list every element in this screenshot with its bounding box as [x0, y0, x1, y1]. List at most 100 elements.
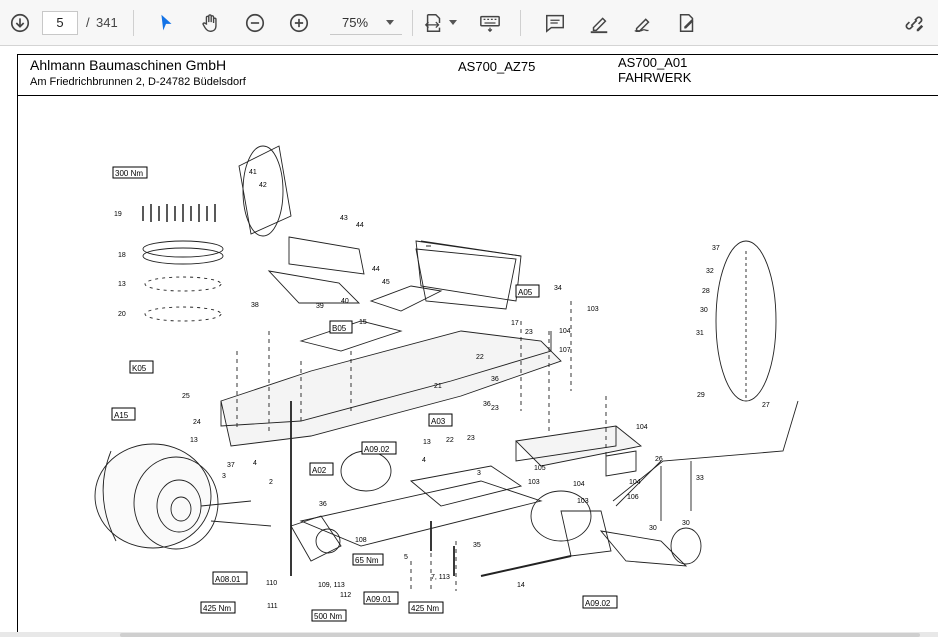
- page-number-input[interactable]: 5: [42, 11, 78, 35]
- boxed-label: 425 Nm: [200, 601, 236, 614]
- part-number: 13: [423, 439, 431, 446]
- part-number: 29: [697, 392, 705, 399]
- part-number: 17: [511, 320, 519, 327]
- part-number: 39: [316, 303, 324, 310]
- boxed-label: A03: [428, 413, 453, 427]
- boxed-label: A02: [309, 462, 334, 476]
- chevron-down-icon[interactable]: [449, 20, 457, 25]
- boxed-label: K05: [129, 360, 154, 374]
- draw-icon[interactable]: [629, 9, 657, 37]
- part-number: 30: [682, 520, 690, 527]
- part-number: 110: [266, 580, 277, 587]
- part-number: 104: [629, 479, 641, 486]
- boxed-label: 425 Nm: [408, 601, 444, 614]
- part-number: 4: [253, 460, 257, 467]
- horizontal-scrollbar[interactable]: [120, 633, 920, 637]
- boxed-label: 65 Nm: [352, 553, 384, 566]
- fit-page-icon[interactable]: [420, 9, 448, 37]
- keyboard-icon[interactable]: [476, 9, 504, 37]
- select-cursor-icon[interactable]: [152, 9, 180, 37]
- part-number: 30: [700, 307, 708, 314]
- part-number: 103: [587, 306, 599, 313]
- zoom-out-icon[interactable]: [241, 9, 269, 37]
- svg-text:A15: A15: [114, 411, 129, 420]
- part-number: 112: [340, 592, 351, 599]
- highlight-pen-icon[interactable]: [585, 9, 613, 37]
- part-number: 33: [696, 475, 704, 482]
- part-number: 34: [554, 285, 562, 292]
- part-number: 20: [118, 311, 126, 318]
- part-number: 30: [649, 525, 657, 532]
- part-number: 14: [517, 582, 525, 589]
- svg-text:A09.01: A09.01: [366, 595, 392, 604]
- chevron-down-icon[interactable]: [386, 20, 394, 25]
- part-number: 7, 113: [431, 574, 450, 581]
- boxed-label: A05: [515, 284, 540, 298]
- drawing-linework: [94, 145, 799, 591]
- svg-text:425 Nm: 425 Nm: [411, 604, 439, 613]
- svg-text:K05: K05: [132, 364, 147, 373]
- part-number: 23: [525, 329, 533, 336]
- zoom-select[interactable]: 75%: [330, 11, 402, 35]
- part-number: 111: [267, 603, 278, 610]
- download-icon[interactable]: [6, 9, 34, 37]
- pdf-page: Ahlmann Baumaschinen GmbH Am Friedrichbr…: [17, 54, 938, 634]
- svg-text:65 Nm: 65 Nm: [355, 556, 379, 565]
- svg-text:A09.02: A09.02: [585, 599, 611, 608]
- part-number: 36: [483, 401, 491, 408]
- part-number-callouts: 41 42 43 44 19 18 13 20 38 39 40 44 45 1…: [114, 169, 770, 610]
- svg-text:425 Nm: 425 Nm: [203, 604, 231, 613]
- page-separator: /: [86, 15, 90, 30]
- boxed-label: B05: [329, 320, 353, 334]
- part-number: 104: [636, 424, 648, 431]
- part-number: 25: [182, 393, 190, 400]
- comment-icon[interactable]: [541, 9, 569, 37]
- boxed-label: A09.02: [582, 595, 618, 609]
- zoom-in-icon[interactable]: [285, 9, 313, 37]
- svg-text:B05: B05: [332, 324, 347, 333]
- part-number: 104: [573, 481, 585, 488]
- part-number: 24: [193, 419, 201, 426]
- part-number: 2: [269, 479, 273, 486]
- boxed-label: A15: [111, 407, 136, 421]
- part-number: 26: [655, 456, 663, 463]
- part-number: 3: [222, 473, 226, 480]
- part-number: 23: [467, 435, 475, 442]
- part-number: 32: [706, 268, 714, 275]
- company-name: Ahlmann Baumaschinen GmbH: [30, 57, 227, 73]
- part-number: 23: [491, 405, 499, 412]
- part-number: 22: [476, 354, 484, 361]
- part-number: 35: [473, 542, 481, 549]
- boxed-label: A09.01: [363, 591, 399, 605]
- boxed-label: 300 Nm: [112, 166, 148, 179]
- part-number: 103: [528, 479, 540, 486]
- part-number: 18: [118, 252, 126, 259]
- share-link-icon[interactable]: [900, 9, 928, 37]
- svg-text:A05: A05: [518, 288, 533, 297]
- hand-tool-icon[interactable]: [197, 9, 225, 37]
- part-number: 44: [372, 266, 380, 273]
- part-number: 105: [534, 465, 546, 472]
- part-number: 36: [491, 376, 499, 383]
- part-number: 19: [114, 211, 122, 218]
- viewer-toolbar: 5 / 341 75%: [0, 0, 938, 46]
- part-number: 109, 113: [318, 582, 345, 589]
- svg-text:500 Nm: 500 Nm: [314, 612, 342, 621]
- document-viewport[interactable]: Ahlmann Baumaschinen GmbH Am Friedrichbr…: [0, 46, 938, 634]
- part-number: 106: [627, 494, 639, 501]
- edit-document-icon[interactable]: [673, 9, 701, 37]
- part-number: 27: [762, 402, 770, 409]
- part-number: 104: [559, 328, 571, 335]
- model-code: AS700_AZ75: [458, 59, 536, 74]
- part-number: 44: [356, 222, 364, 229]
- part-number: 41: [249, 169, 257, 176]
- part-number: 28: [702, 288, 710, 295]
- toolbar-divider: [520, 10, 521, 36]
- part-number: 37: [712, 245, 720, 252]
- part-number: 107: [559, 347, 571, 354]
- part-number: 5: [404, 554, 408, 561]
- part-number: 4: [422, 457, 426, 464]
- svg-text:A08.01: A08.01: [215, 575, 241, 584]
- part-number: 13: [118, 281, 126, 288]
- part-number: 43: [340, 215, 348, 222]
